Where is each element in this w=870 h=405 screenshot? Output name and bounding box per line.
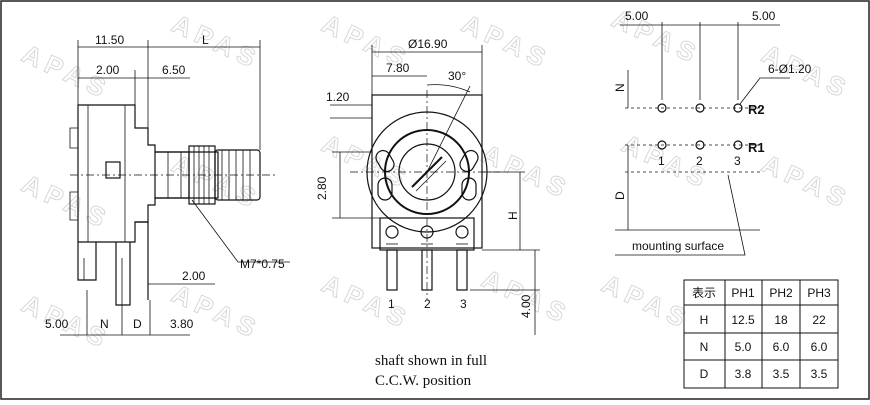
table-cell: 5.0 [735, 340, 752, 354]
table-cell: 18 [774, 313, 788, 327]
dim-angle: 30° [448, 69, 466, 83]
table-header-ph3: PH3 [807, 286, 831, 300]
dim-5-00: 5.00 [45, 317, 69, 331]
watermark: APAS [317, 268, 415, 335]
dim-D: D [133, 317, 142, 331]
pcb-dim-5-00-right: 5.00 [752, 9, 776, 23]
dim-2-80: 2.80 [315, 176, 329, 200]
dim-7-80: 7.80 [386, 61, 410, 75]
table-cell: 6.0 [811, 340, 828, 354]
table-header-label: 表示 [692, 286, 716, 300]
watermark: APAS [757, 148, 855, 215]
pcb-dim-N: N [613, 83, 627, 92]
dim-4-00: 4.00 [519, 294, 533, 318]
table-cell: 3.8 [735, 367, 752, 381]
pcb-pin-3: 3 [734, 154, 741, 168]
table-header-ph1: PH1 [731, 286, 755, 300]
pin-label-3: 3 [460, 297, 467, 311]
pcb-layout: 5.00 5.00 6-Ø1.20 N D R2 R1 1 2 3 mounti… [613, 9, 812, 256]
table-cell: 3.5 [811, 367, 828, 381]
watermark: APAS [167, 148, 265, 215]
watermark: APAS [17, 168, 115, 235]
pin-label-2: 2 [424, 297, 431, 311]
table-cell: 22 [812, 313, 826, 327]
table-cell: 12.5 [731, 313, 755, 327]
caption-line-1: shaft shown in full [375, 353, 487, 369]
dim-11-50: 11.50 [95, 33, 124, 47]
dim-diameter: Ø16.90 [408, 37, 448, 51]
pcb-pin-1: 1 [658, 154, 665, 168]
dim-N: N [100, 317, 109, 331]
table-cell: D [700, 367, 709, 381]
mounting-surface-label: mounting surface [632, 239, 724, 253]
dim-3-80: 3.80 [170, 317, 194, 331]
table-cell: H [700, 313, 709, 327]
pcb-dim-D: D [613, 191, 627, 200]
pin-label-1: 1 [388, 297, 395, 311]
pcb-dim-5-00-left: 5.00 [625, 9, 649, 23]
caption-line-2: C.C.W. position [375, 373, 472, 389]
watermarks: APAS APAS APAS APAS APAS APAS APAS APAS … [17, 3, 856, 356]
dim-2-00-top: 2.00 [96, 63, 120, 77]
dim-1-20: 1.20 [326, 90, 350, 104]
pcb-holes-dim: 6-Ø1.20 [768, 62, 812, 76]
dim-L: L [202, 33, 209, 47]
watermark: APAS [607, 3, 705, 70]
dim-2-00-right: 2.00 [182, 269, 206, 283]
pcb-pin-2: 2 [696, 154, 703, 168]
spec-table: 表示 PH1 PH2 PH3 H 12.5 18 22 N 5.0 6.0 6.… [683, 279, 839, 389]
table-cell: 3.5 [773, 367, 790, 381]
table-cell: 6.0 [773, 340, 790, 354]
row-label-r1: R1 [748, 140, 765, 155]
watermark: APAS [597, 268, 695, 335]
dim-6-50: 6.50 [162, 63, 186, 77]
table-header-ph2: PH2 [769, 286, 793, 300]
side-view: 11.50 L 2.00 6.50 M7*0.75 2.00 5.00 N D … [45, 33, 290, 336]
dim-H: H [506, 211, 520, 220]
dim-thread: M7*0.75 [240, 257, 285, 271]
watermark: APAS [457, 8, 555, 75]
front-view: Ø16.90 7.80 30° 1.20 2.80 H 4.00 1 2 3 s… [315, 37, 540, 389]
table-cell: N [700, 340, 709, 354]
row-label-r2: R2 [748, 102, 765, 117]
